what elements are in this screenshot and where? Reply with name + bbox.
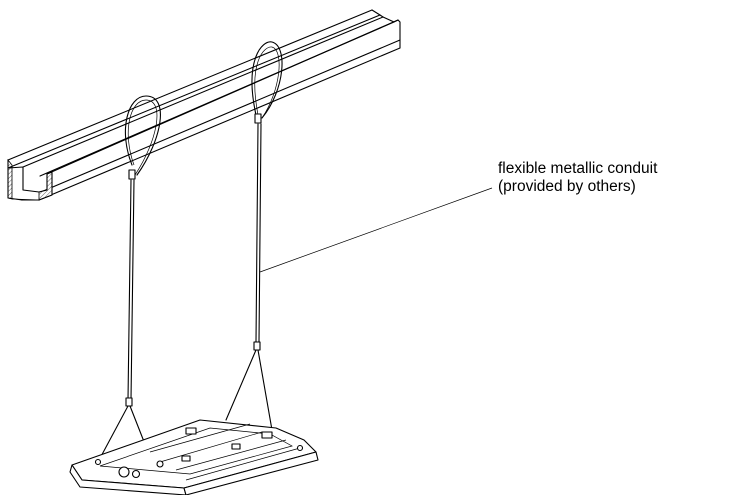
strut-channel xyxy=(7,9,401,201)
left-lower-clip xyxy=(125,397,133,407)
fixture-screw-icon xyxy=(131,469,141,479)
right-lower-clip xyxy=(253,341,261,351)
fixture-knob-icon xyxy=(118,466,130,478)
right-hanger-cable xyxy=(225,41,283,431)
left-hanger-cable xyxy=(97,95,161,463)
callout-label-line2: (provided by others) xyxy=(498,178,636,195)
callout-label-line1: flexible metallic conduit xyxy=(498,160,658,177)
callout-leader-line xyxy=(259,187,493,273)
left-upper-clip xyxy=(128,169,136,180)
right-upper-clip xyxy=(254,113,262,124)
light-fixture xyxy=(69,419,319,495)
